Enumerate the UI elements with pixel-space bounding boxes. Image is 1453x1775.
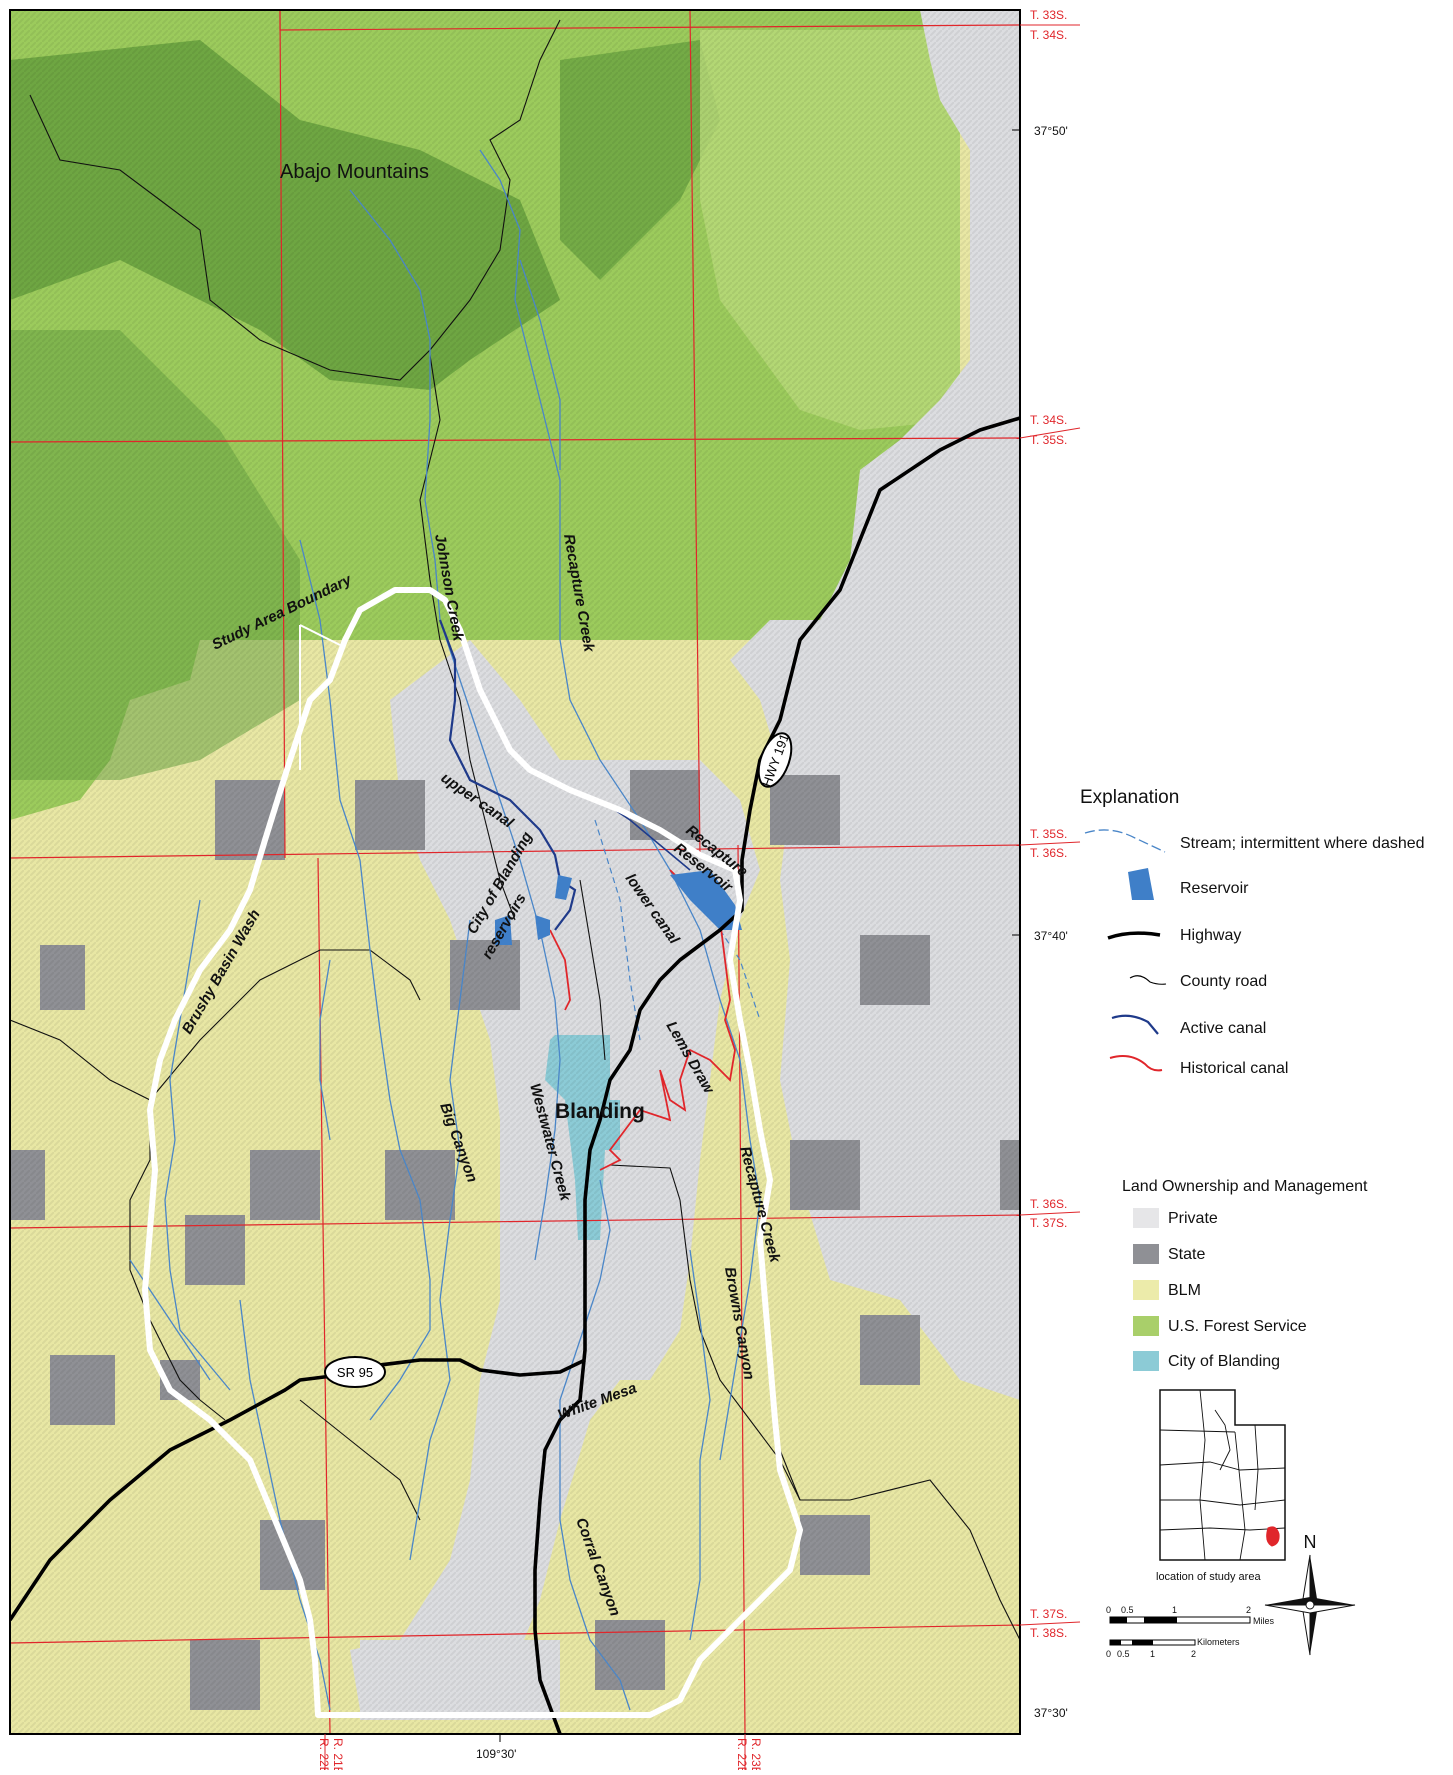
legend: Explanation Stream; intermittent where d… bbox=[1080, 787, 1425, 1371]
svg-text:1: 1 bbox=[1150, 1649, 1155, 1659]
svg-text:109°30': 109°30' bbox=[476, 1747, 516, 1761]
kilometers-scale: Kilometers 0 0.5 1 2 bbox=[1106, 1637, 1240, 1659]
svg-text:37°50': 37°50' bbox=[1034, 124, 1068, 138]
county-roads bbox=[10, 19, 1020, 1641]
sr-95-shield: SR 95 bbox=[324, 1356, 386, 1388]
legend-stream-label: Stream; intermittent where dashed bbox=[1180, 835, 1425, 852]
svg-text:R. 22E.: R. 22E. bbox=[735, 1738, 749, 1770]
svg-text:R. 23E.: R. 23E. bbox=[749, 1738, 763, 1770]
scale-bars: 0 0.5 1 2 Miles Kilometers 0 0.5 1 2 bbox=[1106, 1605, 1275, 1659]
svg-text:R. 22E.: R. 22E. bbox=[317, 1738, 331, 1770]
city-reservoir-3 bbox=[555, 875, 572, 900]
svg-text:T. 34S.: T. 34S. bbox=[1030, 413, 1067, 427]
township-range-grid bbox=[10, 10, 1020, 1734]
svg-text:T. 37S.: T. 37S. bbox=[1030, 1216, 1067, 1230]
city-reservoir-2 bbox=[535, 915, 550, 940]
city-reservoir-1 bbox=[495, 915, 512, 945]
historical-canals bbox=[549, 869, 736, 1171]
north-label: N bbox=[1304, 1532, 1317, 1552]
svg-text:2: 2 bbox=[1246, 1605, 1251, 1615]
svg-text:1: 1 bbox=[1172, 1605, 1177, 1615]
reservoir-icon bbox=[1128, 868, 1154, 900]
active-canal-icon bbox=[1111, 1014, 1159, 1035]
county-road-icon bbox=[1129, 975, 1167, 985]
svg-text:T. 35S.: T. 35S. bbox=[1030, 827, 1067, 841]
svg-text:T. 36S.: T. 36S. bbox=[1030, 1197, 1067, 1211]
stream-line-icon bbox=[1084, 829, 1166, 853]
miles-scale: 0 0.5 1 2 Miles bbox=[1106, 1605, 1275, 1626]
legend-state-label: State bbox=[1168, 1246, 1205, 1263]
legend-blm-label: BLM bbox=[1168, 1282, 1201, 1299]
highway-line-icon bbox=[1107, 931, 1161, 940]
svg-text:T. 38S.: T. 38S. bbox=[1030, 1626, 1067, 1640]
land-ownership-title: Land Ownership and Management bbox=[1122, 1178, 1368, 1195]
upper-canal bbox=[438, 619, 577, 931]
legend-active-canal-label: Active canal bbox=[1180, 1020, 1266, 1037]
private-swatch bbox=[1133, 1208, 1159, 1228]
svg-text:37°40': 37°40' bbox=[1034, 929, 1068, 943]
svg-text:Kilometers: Kilometers bbox=[1197, 1637, 1240, 1647]
coordinate-labels: 37°50' 37°40' 37°30' 109°30' bbox=[476, 124, 1068, 1761]
legend-highway-label: Highway bbox=[1180, 927, 1241, 944]
svg-text:0.5: 0.5 bbox=[1121, 1605, 1134, 1615]
svg-text:Miles: Miles bbox=[1253, 1616, 1275, 1626]
inset-caption: location of study area bbox=[1156, 1571, 1261, 1583]
township-labels: T. 33S. T. 34S. T. 34S. T. 35S. T. 35S. … bbox=[1019, 8, 1081, 1640]
svg-text:T. 34S.: T. 34S. bbox=[1030, 28, 1067, 42]
forest-service-swatch bbox=[1133, 1316, 1159, 1336]
hwy-191-line bbox=[533, 416, 1020, 1734]
intermittent-streams bbox=[594, 819, 761, 1041]
map-body: HWY 191 SR 95 Abajo Mountains Blanding W… bbox=[10, 10, 1020, 1734]
utah-inset-map bbox=[1159, 1389, 1286, 1561]
recapture-reservoir-shape bbox=[670, 870, 742, 930]
legend-historical-canal-label: Historical canal bbox=[1180, 1060, 1288, 1077]
svg-text:0.5: 0.5 bbox=[1117, 1649, 1130, 1659]
svg-text:0: 0 bbox=[1106, 1605, 1111, 1615]
city-of-blanding-swatch bbox=[1133, 1351, 1159, 1371]
legend-city-label: City of Blanding bbox=[1168, 1353, 1280, 1370]
legend-forest-service-label: U.S. Forest Service bbox=[1168, 1318, 1307, 1335]
historical-canal-icon bbox=[1109, 1055, 1163, 1072]
state-swatch bbox=[1133, 1244, 1159, 1264]
svg-text:T. 33S.: T. 33S. bbox=[1030, 8, 1067, 22]
blanding-label: Blanding bbox=[555, 1100, 645, 1123]
study-area-boundary bbox=[142, 587, 803, 1718]
svg-text:37°30': 37°30' bbox=[1034, 1706, 1068, 1720]
svg-text:0: 0 bbox=[1106, 1649, 1111, 1659]
abajo-mountains-label: Abajo Mountains bbox=[280, 161, 429, 183]
svg-text:2: 2 bbox=[1191, 1649, 1196, 1659]
north-arrow: N bbox=[1264, 1532, 1356, 1656]
svg-text:R. 21E.: R. 21E. bbox=[331, 1738, 345, 1770]
svg-text:T. 35S.: T. 35S. bbox=[1030, 433, 1067, 447]
reservoirs bbox=[495, 870, 742, 945]
blm-swatch bbox=[1133, 1280, 1159, 1300]
legend-title: Explanation bbox=[1080, 787, 1179, 808]
sr-95-label: SR 95 bbox=[337, 1365, 373, 1380]
range-labels: R. 22E. R. 21E. R. 23E. R. 22E. bbox=[317, 1734, 763, 1775]
legend-reservoir-label: Reservoir bbox=[1180, 880, 1249, 897]
svg-text:T. 36S.: T. 36S. bbox=[1030, 846, 1067, 860]
map-frame bbox=[9, 9, 1021, 1735]
study-area-location-marker bbox=[1266, 1526, 1280, 1547]
legend-county-road-label: County road bbox=[1180, 973, 1267, 990]
svg-text:T. 37S.: T. 37S. bbox=[1030, 1607, 1067, 1621]
legend-private-label: Private bbox=[1168, 1210, 1218, 1227]
study-area-pointer bbox=[299, 624, 341, 770]
